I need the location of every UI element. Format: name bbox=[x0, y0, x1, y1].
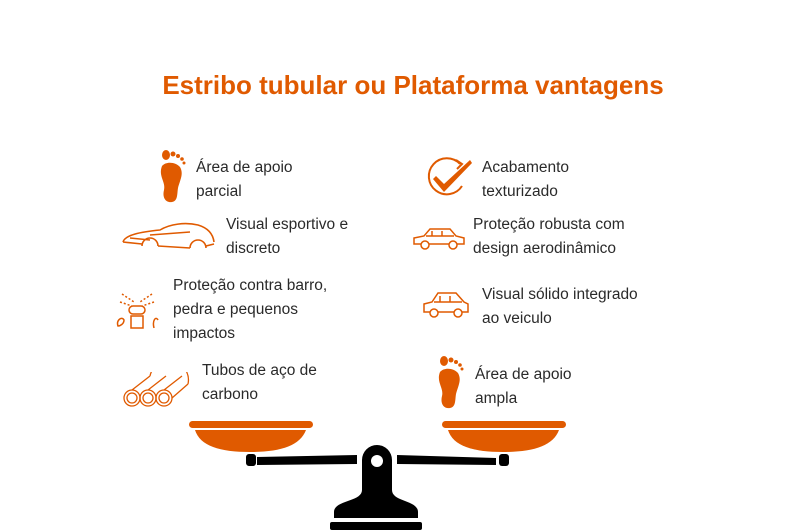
feature-right-3: Visual sólido integrado ao veiculo bbox=[482, 286, 638, 327]
sprinkler-protection-icon bbox=[116, 293, 159, 329]
feature-left-3: Proteção contra barro, pedra e pequenos … bbox=[173, 277, 328, 342]
steel-tubes-icon bbox=[123, 372, 190, 407]
compact-car-icon bbox=[423, 292, 469, 318]
footprint-icon bbox=[438, 356, 464, 409]
feature-left-1: Área de apoio parcial bbox=[196, 159, 293, 200]
feature-right-1: Acabamento texturizado bbox=[482, 159, 570, 200]
page-title: Estribo tubular ou Plataforma vantagens bbox=[162, 70, 664, 100]
feature-right-2: Proteção robusta com design aerodinâmico bbox=[473, 216, 625, 257]
feature-right-4: Área de apoio ampla bbox=[475, 366, 572, 407]
feature-left-2: Visual esportivo e discreto bbox=[226, 216, 349, 257]
car-outline-icon bbox=[413, 228, 465, 250]
check-badge-icon bbox=[427, 157, 472, 196]
balance-scale-icon bbox=[189, 421, 566, 530]
footprint-icon bbox=[160, 150, 186, 203]
sports-car-icon bbox=[122, 222, 215, 249]
feature-left-4: Tubos de aço de carbono bbox=[202, 362, 317, 403]
